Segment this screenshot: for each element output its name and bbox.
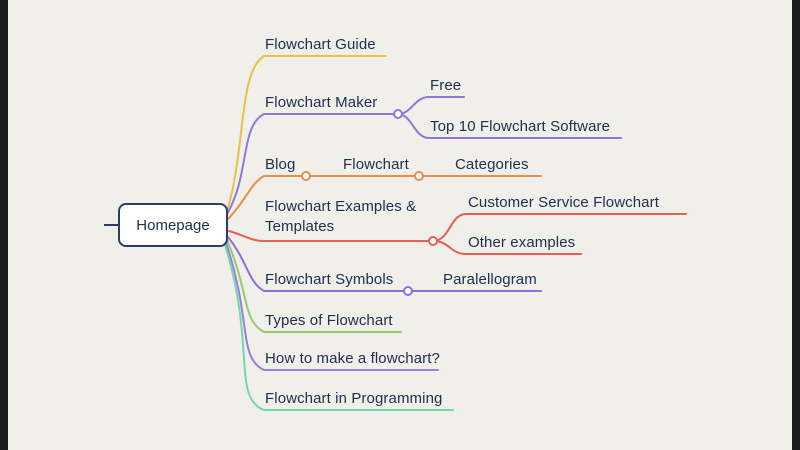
letterbox-right-bar	[792, 0, 800, 450]
node-programming: Flowchart in Programming	[265, 390, 443, 407]
node-flowchart-symbols: Flowchart Symbols	[265, 271, 394, 288]
branch-line-flowchart-maker	[226, 113, 399, 215]
branch-line-examples	[228, 230, 434, 242]
node-how-to-make: How to make a flowchart?	[265, 350, 440, 367]
branch-line-blog	[227, 175, 307, 220]
junction-blog	[301, 171, 311, 181]
node-top10-software: Top 10 Flowchart Software	[430, 118, 611, 135]
node-categories: Categories	[455, 156, 529, 173]
root-node-label: Homepage	[136, 216, 210, 234]
node-customer-service: Customer Service Flowchart	[468, 194, 659, 211]
branch-line-flowchart-guide	[226, 55, 387, 212]
letterbox-left-bar	[0, 0, 8, 450]
branch-line-free	[397, 96, 465, 115]
root-node-homepage: Homepage	[118, 203, 228, 247]
branch-line-types	[226, 239, 402, 333]
branch-line-symbols	[227, 236, 409, 292]
branch-line-how-to	[225, 242, 439, 371]
node-flowchart-maker: Flowchart Maker	[265, 94, 378, 111]
node-flowchart-guide: Flowchart Guide	[265, 36, 376, 53]
junction-symbols	[403, 286, 413, 296]
node-examples-templates: Flowchart Examples & Templates	[265, 198, 417, 235]
junction-examples	[428, 236, 438, 246]
node-types-of-flowchart: Types of Flowchart	[265, 312, 393, 329]
branch-line-programming	[224, 244, 454, 411]
node-blog: Blog	[265, 156, 296, 173]
node-other-examples: Other examples	[468, 234, 576, 251]
node-blog-flowchart: Flowchart	[343, 156, 409, 173]
junction-blog-flowchart	[414, 171, 424, 181]
node-free: Free	[430, 77, 462, 94]
node-paralellogram: Paralellogram	[443, 271, 537, 288]
junction-flowchart-maker	[393, 109, 403, 119]
